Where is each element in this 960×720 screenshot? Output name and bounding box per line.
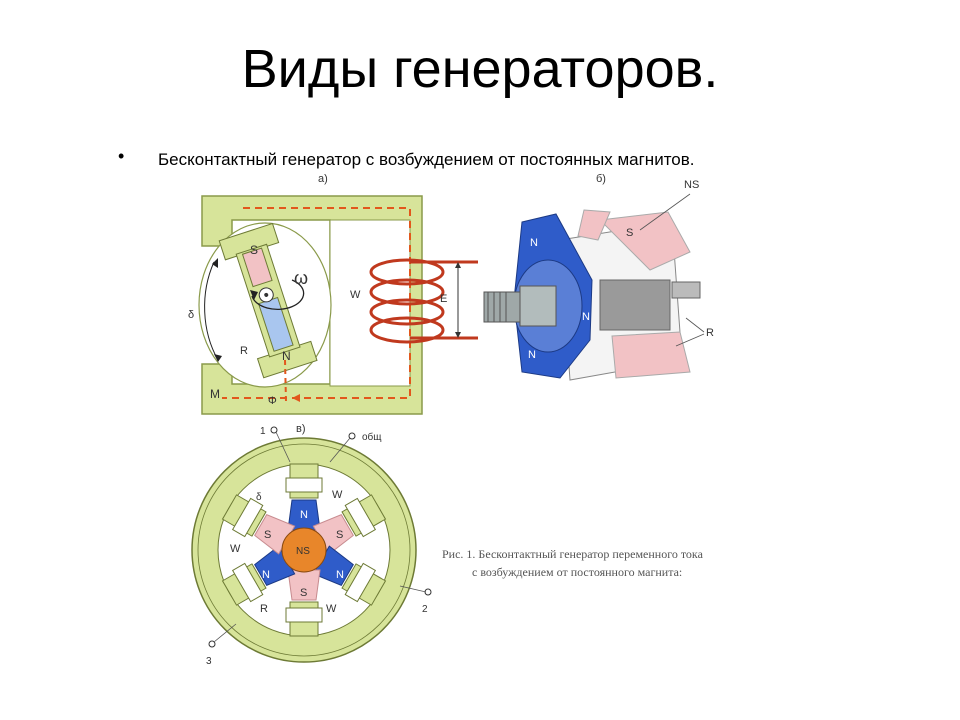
label-winding-v3: W: [326, 603, 337, 615]
label-pole-s-a: S: [250, 243, 258, 257]
terminal-3-mark: [208, 640, 216, 648]
figure-caption-line1: Рис. 1. Бесконтактный генератор переменн…: [442, 547, 704, 561]
label-winding-a: W: [350, 289, 361, 301]
terminal-common-mark: [348, 432, 356, 440]
coil-a: [369, 258, 478, 344]
slide-title: Виды генераторов.: [241, 39, 719, 99]
label-part-a: а): [318, 173, 328, 185]
label-pole-n-v1: N: [300, 509, 308, 521]
label-pole-s-v3: S: [300, 587, 307, 599]
claw-pole-top: [598, 211, 691, 271]
label-ns-b: NS: [684, 179, 699, 191]
label-delta-v: δ: [256, 492, 262, 503]
label-terminal-1: 1: [260, 426, 266, 437]
label-pole-n-b2: N: [582, 311, 590, 323]
diagram-b: б) N N N S NS R: [483, 173, 714, 381]
label-pole-n-a: N: [282, 349, 291, 363]
label-winding-v1: W: [332, 489, 343, 501]
label-pole-n-b1: N: [530, 237, 538, 249]
stator-teeth: [221, 463, 387, 637]
label-terminal-3: 3: [206, 656, 212, 667]
label-pole-s-v2: S: [264, 529, 271, 541]
label-winding-v2: W: [230, 543, 241, 555]
label-rotor-a: R: [240, 345, 248, 357]
bullet-text: Бесконтактный генератор с возбуждением о…: [158, 150, 695, 169]
label-rotor-b: R: [706, 327, 714, 339]
label-rotor-v: R: [260, 603, 268, 615]
claw-pole-bottom: [611, 331, 691, 379]
label-part-v: в): [296, 423, 306, 435]
label-pole-n-v3: N: [262, 569, 270, 581]
label-center-ns: NS: [296, 546, 310, 557]
bullet-dot: •: [118, 146, 125, 166]
label-pole-n-v2: N: [336, 569, 344, 581]
terminal-1-mark: [270, 426, 278, 434]
figure-caption-line2: с возбуждением от постоянного магнита:: [472, 565, 682, 579]
label-emf: E: [440, 293, 447, 305]
label-pole-s-v1: S: [336, 529, 343, 541]
rotor-a: [218, 222, 318, 379]
label-pole-s-b: S: [626, 227, 633, 239]
label-omega: ω: [294, 268, 308, 288]
shaft: [483, 291, 525, 323]
label-delta-a: δ: [188, 309, 194, 321]
label-terminal-2: 2: [422, 604, 428, 615]
label-core-m: M: [210, 387, 220, 401]
label-common: общ: [362, 431, 382, 443]
diagram-v: в): [191, 423, 432, 667]
rotor-center: [281, 527, 327, 573]
label-pole-n-b3: N: [528, 349, 536, 361]
label-flux: Φ: [268, 395, 277, 407]
diagram-a: S N ω W E δ R M Φ а): [188, 173, 478, 415]
flux-path: [222, 207, 411, 399]
rotor-star: [254, 499, 354, 601]
label-part-b: б): [596, 173, 606, 185]
